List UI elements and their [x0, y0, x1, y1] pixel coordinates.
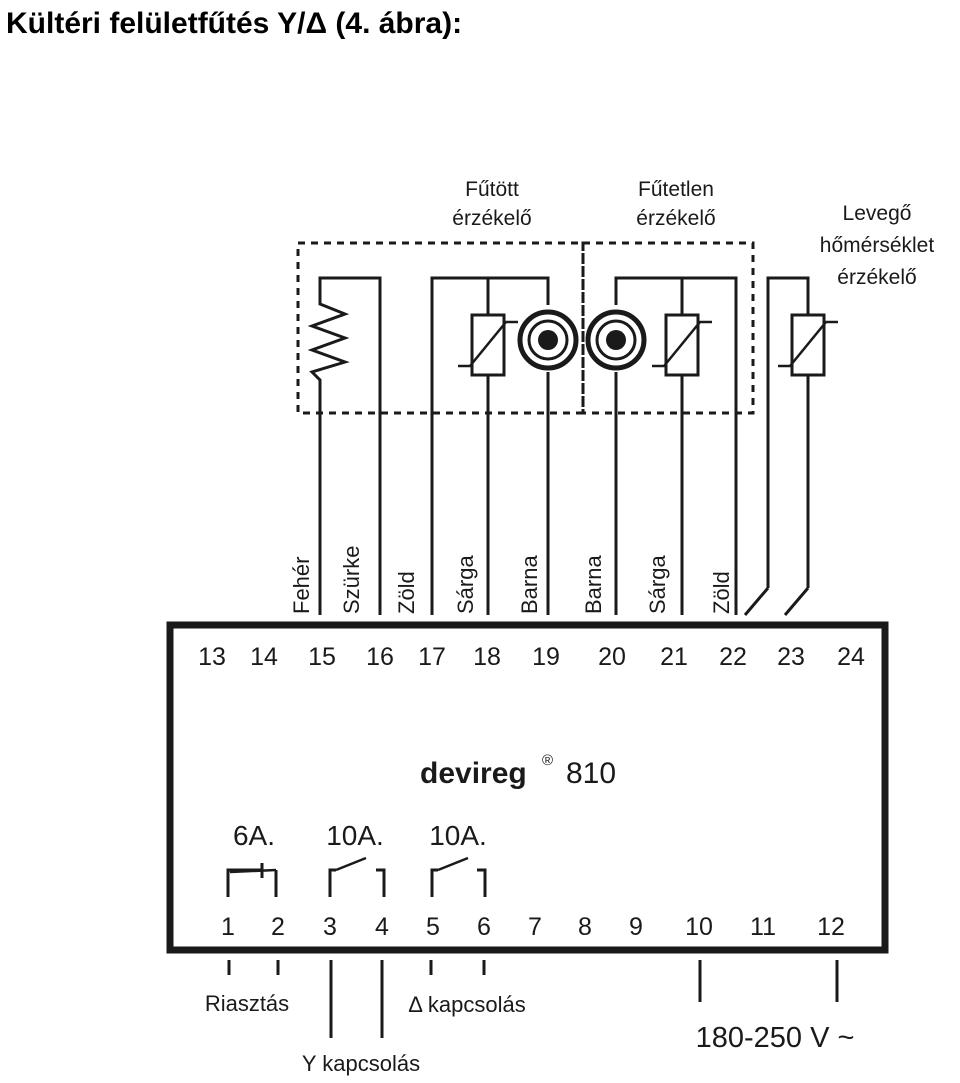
brand-name: devireg	[420, 757, 527, 790]
heated-moisture-sensor	[517, 309, 579, 371]
terminal-1: 1	[221, 913, 235, 941]
delta-switching-label: Δ kapcsolás	[408, 992, 525, 1017]
terminal-7: 7	[528, 913, 542, 941]
terminal-19: 19	[532, 643, 560, 671]
air-thermistor	[790, 313, 826, 377]
terminal-18: 18	[473, 643, 501, 671]
terminal-13: 13	[198, 643, 226, 671]
unheated-sensor	[585, 276, 738, 615]
top-terminal-numbers: 13 14 15 16 17 18 19 20 21 22 23 24	[198, 643, 865, 671]
registered-mark: ®	[542, 752, 553, 769]
terminal-2: 2	[271, 913, 285, 941]
terminal-15: 15	[308, 643, 336, 671]
terminal-10: 10	[685, 913, 713, 941]
alarm-relay-contact	[226, 863, 278, 897]
heated-thermistor	[470, 313, 506, 377]
star-switching-label: Y kapcsolás	[302, 1051, 420, 1076]
relay-rating-alarm: 6A.	[233, 820, 275, 851]
heated-sensor-enclosure	[296, 241, 585, 415]
wire-label-22: Zöld	[709, 571, 734, 614]
air-sensor-wire-23-bend	[743, 587, 770, 616]
air-sensor-label-line2: hőmérséklet	[820, 234, 935, 257]
thermostat-housing	[166, 621, 889, 954]
wire-label-15: Fehér	[289, 557, 314, 614]
unheated-sensor-enclosure	[581, 241, 755, 415]
terminal-22: 22	[719, 643, 747, 671]
terminal-21: 21	[660, 643, 688, 671]
air-sensor	[743, 276, 838, 616]
unheated-moisture-sensor	[585, 309, 647, 371]
output-wires	[227, 960, 839, 1038]
terminal-24: 24	[837, 643, 865, 671]
wire-label-20: Barna	[581, 555, 606, 614]
heated-thermistor-slash	[458, 320, 518, 368]
terminal-23: 23	[777, 643, 805, 671]
supply-voltage-label: 180-250 V ~	[696, 1022, 855, 1054]
terminal-4: 4	[375, 913, 389, 941]
unheated-sensor-label-line1: Fűtetlen	[638, 178, 714, 201]
terminal-9: 9	[629, 913, 643, 941]
wire-label-16: Szürke	[339, 546, 364, 614]
unheated-sensor-label: Fűtetlen érzékelő	[636, 178, 715, 230]
terminal-17: 17	[418, 643, 446, 671]
air-sensor-wire-24-bend	[783, 587, 810, 616]
air-sensor-label: Levegő hőmérséklet érzékelő	[820, 202, 935, 289]
air-thermistor-slash	[778, 320, 838, 368]
terminal-5: 5	[426, 913, 440, 941]
terminal-8: 8	[578, 913, 592, 941]
unheated-thermistor	[664, 313, 700, 377]
wire-label-19: Barna	[517, 555, 542, 614]
unheated-thermistor-slash	[652, 320, 712, 368]
terminal-6: 6	[477, 913, 491, 941]
heated-sensor	[430, 276, 579, 615]
wire-label-21: Sárga	[645, 555, 670, 614]
terminal-3: 3	[323, 913, 337, 941]
relay-contacts	[226, 856, 487, 897]
air-sensor-label-line1: Levegő	[843, 202, 912, 225]
wire-color-labels: Fehér Szürke Zöld Sárga Barna Barna Sárg…	[289, 546, 734, 614]
terminal-11: 11	[750, 913, 776, 941]
relay-rating-star: 10A.	[326, 820, 384, 851]
unheated-sensor-label-line2: érzékelő	[636, 207, 715, 230]
terminal-20: 20	[598, 643, 626, 671]
air-sensor-label-line3: érzékelő	[837, 266, 916, 289]
relay-rating-delta: 10A.	[429, 820, 487, 851]
terminal-16: 16	[366, 643, 394, 671]
alarm-label: Riasztás	[205, 991, 289, 1016]
model-number: 810	[566, 757, 616, 790]
relay-ratings: 6A. 10A. 10A.	[233, 820, 487, 851]
wire-label-18: Sárga	[453, 555, 478, 614]
wire-label-17: Zöld	[394, 571, 419, 614]
heated-sensor-label: Fűtött érzékelő	[452, 178, 531, 230]
terminal-14: 14	[250, 643, 278, 671]
terminal-12: 12	[817, 913, 845, 941]
device-name: devireg ® 810	[420, 752, 616, 790]
heated-sensor-label-line1: Fűtött	[465, 178, 519, 201]
heating-cable	[307, 276, 382, 615]
bottom-terminal-numbers: 1 2 3 4 5 6 7 8 9 10 11 12	[221, 913, 845, 941]
star-relay-contact	[328, 868, 386, 897]
page-title: Kültéri felületfűtés Y/Δ (4. ábra):	[6, 7, 462, 40]
delta-relay-contact	[430, 868, 487, 897]
heated-sensor-label-line2: érzékelő	[452, 207, 531, 230]
